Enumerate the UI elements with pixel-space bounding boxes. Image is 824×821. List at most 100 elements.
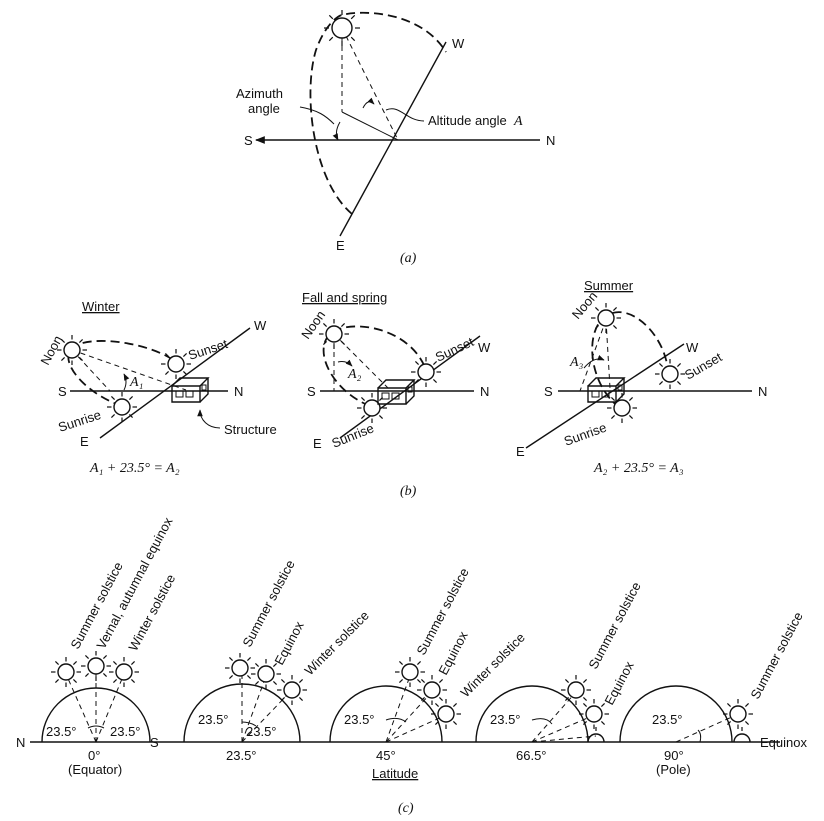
azimuth-label-line2: angle [248,101,280,116]
panel-b-winter: Winter Noon Sunset Sunrise Structure S N… [37,299,276,476]
panel-b-fall-spring: Fall and spring Noon Sunset Sunrise S N … [298,290,491,451]
sky-dome [329,685,443,743]
summer-sunset-sun-icon [654,358,686,390]
fall-structure-icon [377,379,415,405]
east-west-axis [339,41,447,237]
summer-label-w: W [686,340,699,355]
winter-solstice-label: Winter solstice [302,608,372,678]
structure-leader [197,409,221,429]
altitude-label: Altitude angle [428,113,507,128]
winter-sun-partial-icon [587,733,605,743]
winter-title: Winter [82,299,120,314]
summer-ray [65,673,97,743]
winter-sun-ray [71,349,187,391]
altitude-symbol: A [513,114,523,129]
winter-label-s: S [58,384,67,399]
angle-arc [241,721,257,727]
label-s: S [244,133,253,148]
winter-sun-icon [276,674,308,706]
label-w: W [452,36,465,51]
summer-sun-icon [722,698,754,730]
winter-sunrise-sun-icon [106,391,138,423]
winter-label-w: W [254,318,267,333]
summer-equation: A₂ + 23.5° = A₃ [593,461,684,476]
equator-label: (Equator) [68,762,122,777]
angle-right-label: 23.5° [110,724,141,739]
angle-right-label: 23.5° [246,724,277,739]
fall-label-w: W [478,340,491,355]
summer-sunrise-label: Sunrise [562,420,609,449]
summer-ray [385,675,411,743]
azimuth-label-line1: Azimuth [236,86,283,101]
latitude-23-group: 23.5° 23.5° 23.5° Summer solstice Equino… [183,558,372,763]
azimuth-leader [299,106,335,125]
latitude-66-group: 23.5° 66.5° Summer solstice Equinox [475,580,644,763]
angle-arc [385,717,407,723]
latitude-label: 66.5° [516,748,547,763]
winter-label-n: N [234,384,243,399]
latitude-label: 0° [88,748,100,763]
summer-sun-vertical [579,319,607,392]
angle-left-label: 23.5° [46,724,77,739]
angle-label: 23.5° [652,712,683,727]
fall-angle-arc [337,359,353,367]
fall-sun-arc [322,325,427,407]
caption-c: (c) [398,801,414,816]
label-n: N [546,133,555,148]
summer-solstice-label: Summer solstice [747,610,805,702]
latitude-90-group: 23.5° 90° (Pole) Summer solstice Equinox [619,610,807,777]
sun-path-arc [309,11,447,215]
equinox-sun-icon [578,698,610,730]
winter-angle-arc [123,373,130,391]
fall-sunrise-label: Sunrise [330,420,376,450]
label-e: E [336,238,345,253]
equinox-label: Equinox [601,658,637,707]
caption-a: (a) [400,251,417,266]
summer-sun-icon [50,656,82,688]
winter-ray [531,735,597,743]
summer-sun-icon [224,652,256,684]
fall-angle-label: A₂ [347,367,362,382]
summer-label-s: S [544,384,553,399]
fall-noon-label: Noon [298,308,328,342]
equinox-ray [531,715,593,743]
latitude-title: Latitude [372,766,418,781]
angle-label: 23.5° [344,712,375,727]
equinox-sun-partial-icon [733,733,751,743]
winter-ray [385,715,445,743]
summer-ray [531,691,577,743]
altitude-leader [385,108,425,122]
fall-sunset-sun-icon [410,356,442,388]
sky-dome [619,685,733,743]
equinox-ray [385,693,431,743]
angle-arc [87,725,105,729]
sky-dome [475,685,589,743]
summer-sun-icon [394,656,426,688]
winter-label-e: E [80,434,89,449]
fall-label-e: E [313,436,322,451]
caption-b: (b) [400,484,417,499]
summer-sun-ray [605,319,611,389]
fall-sunset-label: Sunset [433,334,476,365]
summer-title: Summer [584,278,634,293]
winter-sunset-sun-icon [160,348,192,380]
winter-equation: A₁ + 23.5° = A₂ [89,461,180,476]
angle-label: 23.5° [490,712,521,727]
summer-label-n: N [758,384,767,399]
azimuth-angle-arc [332,121,341,141]
summer-ray [675,715,735,743]
summer-structure-icon [587,377,625,403]
pole-label: (Pole) [656,762,691,777]
structure-label: Structure [224,422,277,437]
summer-sun-icon [560,674,592,706]
sun-projection-line [341,111,399,141]
equinox-ray [241,675,267,743]
summer-noon-sun-icon [590,302,622,334]
equinox-label: Equinox [271,618,307,667]
label-s-c: S [150,735,159,750]
summer-sunrise-sun-icon [606,392,638,424]
winter-ray [95,673,125,743]
summer-noon-label: Noon [569,288,600,321]
equinox-label: Equinox [760,735,807,750]
